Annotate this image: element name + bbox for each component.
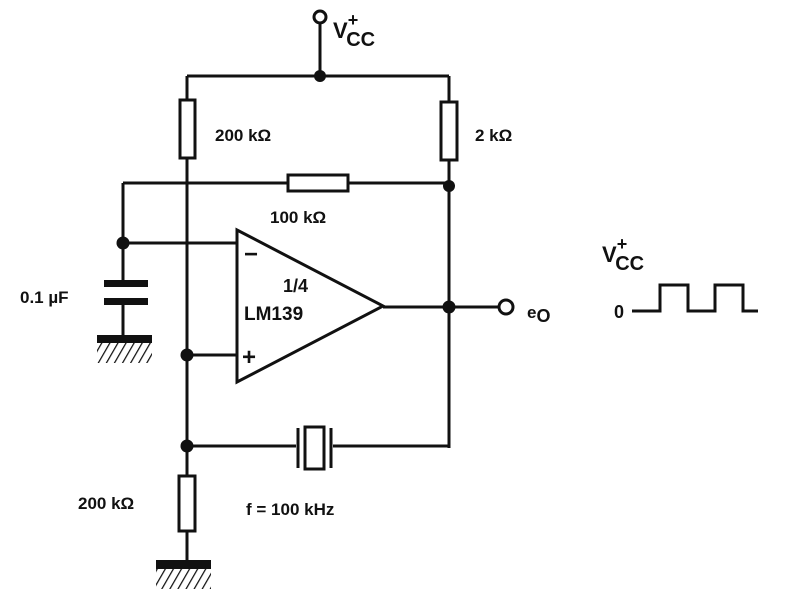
capacitor-0.1uF [104, 280, 148, 305]
junction-dot [442, 300, 456, 314]
resistor-2k-label: 2 kΩ [475, 126, 512, 145]
junction-dot [116, 236, 130, 250]
resistor-100k [286, 173, 350, 193]
opamp-fraction-label: 1/4 [283, 276, 308, 296]
capacitor-label: 0.1 µF [20, 288, 69, 307]
resistor-100k-label: 100 kΩ [270, 208, 326, 227]
minus-sign: − [244, 241, 258, 268]
crystal-frequency-label: f = 100 kHz [246, 500, 334, 519]
resistor-200k-bottom-label: 200 kΩ [78, 494, 134, 513]
crystal-icon [296, 425, 333, 471]
resistor-200k-top [178, 98, 197, 160]
junction-dot [314, 70, 326, 82]
waveform-low-label: 0 [614, 302, 624, 322]
comparator-lm139 [235, 227, 387, 385]
output-label: eO [527, 303, 550, 326]
vcc-terminal [312, 9, 328, 76]
resistor-200k-bottom [177, 474, 197, 533]
junction-dot [180, 439, 194, 453]
resistor-200k-top-label: 200 kΩ [215, 126, 271, 145]
resistor-2k [439, 100, 459, 162]
opamp-part-label: LM139 [244, 304, 303, 325]
ground-icon [97, 335, 152, 363]
plus-sign: + [242, 344, 256, 371]
output-terminal [497, 298, 515, 316]
square-wave-icon [632, 283, 758, 313]
ground-icon [156, 560, 211, 589]
vcc-label: V+CC [333, 10, 375, 51]
waveform-high-label: V+CC [602, 234, 644, 275]
junction-dot [180, 348, 194, 362]
